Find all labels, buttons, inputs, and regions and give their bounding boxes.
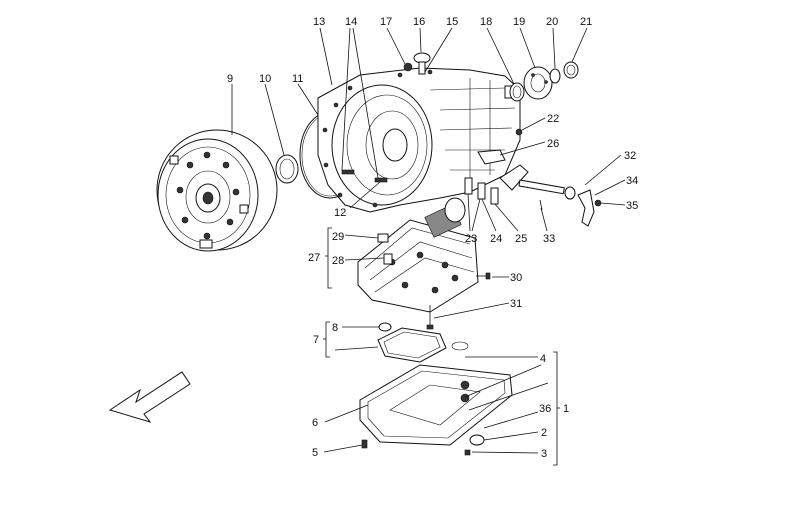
breather-assembly[interactable] xyxy=(403,52,431,75)
output-seal[interactable] xyxy=(509,82,525,102)
label-31: 31 xyxy=(510,298,522,310)
label-1: 1 xyxy=(563,403,569,415)
label-12: 12 xyxy=(334,207,346,219)
label-13: 13 xyxy=(313,16,325,28)
label-15: 15 xyxy=(446,16,458,28)
drain-plug[interactable] xyxy=(469,434,485,446)
label-5: 5 xyxy=(312,447,318,459)
label-9: 9 xyxy=(227,73,233,85)
label-6: 6 xyxy=(312,417,318,429)
connector-28[interactable] xyxy=(383,253,393,265)
label-29: 29 xyxy=(332,231,344,243)
label-20: 20 xyxy=(546,16,558,28)
label-17: 17 xyxy=(380,16,392,28)
oil-pan[interactable] xyxy=(359,364,513,446)
label-16: 16 xyxy=(413,16,425,28)
label-30: 30 xyxy=(510,272,522,284)
flange-washer[interactable] xyxy=(549,68,561,84)
label-28: 28 xyxy=(332,255,344,267)
sleeves[interactable] xyxy=(464,177,499,205)
label-3: 3 xyxy=(541,448,547,460)
torque-converter[interactable] xyxy=(156,129,278,252)
label-14: 14 xyxy=(345,16,357,28)
label-33: 33 xyxy=(543,233,555,245)
label-24: 24 xyxy=(490,233,502,245)
label-18: 18 xyxy=(480,16,492,28)
label-36: 36 xyxy=(539,403,551,415)
label-2: 2 xyxy=(541,427,547,439)
label-26: 26 xyxy=(547,138,559,150)
leader-lines xyxy=(231,27,626,454)
label-19: 19 xyxy=(513,16,525,28)
solenoid-29[interactable] xyxy=(377,233,389,243)
label-22: 22 xyxy=(547,113,559,125)
dowel-pins[interactable] xyxy=(341,169,388,183)
label-21: 21 xyxy=(580,16,592,28)
label-25: 25 xyxy=(515,233,527,245)
oil-filter[interactable] xyxy=(377,327,447,363)
bracket-26[interactable] xyxy=(477,149,506,165)
selector-shaft-pin[interactable] xyxy=(539,199,543,211)
valve-body[interactable] xyxy=(357,197,479,313)
label-7: 7 xyxy=(313,334,319,346)
gearbox-housing[interactable] xyxy=(317,67,521,213)
label-27: 27 xyxy=(308,252,320,264)
pan-bolt[interactable] xyxy=(361,439,368,449)
label-10: 10 xyxy=(259,73,271,85)
seal-ring[interactable] xyxy=(275,154,299,184)
label-11: 11 xyxy=(292,73,303,85)
label-4: 4 xyxy=(540,353,546,365)
bolt-30[interactable] xyxy=(476,272,491,280)
plug-22[interactable] xyxy=(515,128,523,136)
label-23: 23 xyxy=(465,233,477,245)
direction-arrow-icon xyxy=(108,371,191,423)
flange-nut[interactable] xyxy=(563,61,579,79)
washer-3[interactable] xyxy=(464,449,471,456)
lever-arm[interactable] xyxy=(577,189,602,227)
pan-gasket[interactable] xyxy=(451,341,469,351)
selector-lever[interactable] xyxy=(499,164,576,200)
label-35: 35 xyxy=(626,200,638,212)
label-8: 8 xyxy=(332,322,338,334)
group-brackets xyxy=(323,227,560,466)
filter-seal[interactable] xyxy=(378,322,392,332)
bolt-31[interactable] xyxy=(426,305,434,330)
label-32: 32 xyxy=(624,150,636,162)
part-labels: 9 10 11 12 13 14 17 16 15 18 19 20 21 22… xyxy=(227,16,638,460)
label-34: 34 xyxy=(626,175,638,187)
output-flange[interactable] xyxy=(523,66,553,100)
